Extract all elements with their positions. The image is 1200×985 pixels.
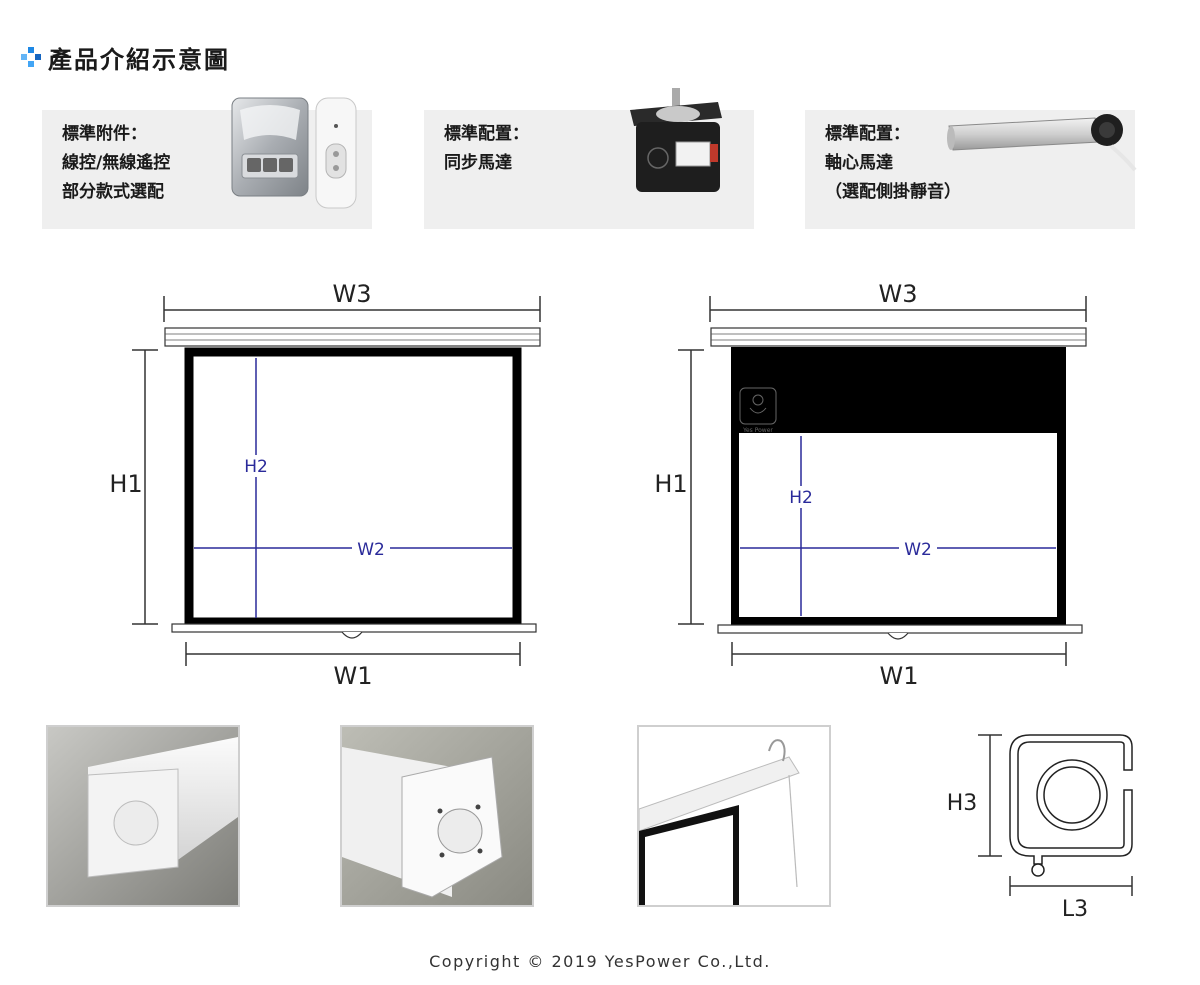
copyright-text: Copyright © 2019 YesPower Co.,Ltd.: [429, 952, 771, 971]
screen-frame: [184, 347, 522, 627]
manual-screen-diagram: W3 H1 H2 W2 W1: [109, 280, 541, 690]
w2-label: W2: [357, 540, 385, 560]
panel-line: 標準配置：: [825, 124, 910, 144]
panel-line: 同步馬達: [444, 153, 512, 173]
housing-profile-outline: [1009, 734, 1133, 865]
pull-handle: [341, 631, 363, 639]
panel-line: （選配側掛靜音）: [825, 182, 961, 202]
housing-profile-diagram: H3 L3: [947, 734, 1133, 922]
tube-motor-panel: 標準配置： 軸心馬達 （選配側掛靜音）: [805, 110, 1137, 229]
tubular-motor-image: [947, 114, 1137, 172]
w3-label: W3: [879, 280, 918, 308]
w3-label: W3: [333, 280, 372, 308]
hook-hole: [1031, 863, 1045, 877]
panel-line: 標準配置：: [444, 124, 529, 144]
w1-label: W1: [880, 662, 919, 690]
w2-label: W2: [904, 540, 932, 560]
hanging-screen-photo: [637, 725, 831, 907]
bottom-bar: [717, 624, 1083, 634]
remote-control-image: [231, 97, 357, 209]
panel-line: 標準附件：: [62, 124, 147, 144]
l3-label: L3: [1062, 897, 1088, 922]
watermark-text: Yes Power: [742, 427, 773, 434]
tube-motor-panel-text: 標準配置： 軸心馬達 （選配側掛靜音）: [825, 120, 961, 207]
h1-label: H1: [109, 470, 142, 498]
top-housing: [710, 327, 1087, 347]
accessory-panel: 標準附件： 線控/無線遙控 部分款式選配: [42, 97, 372, 229]
h1-label: H1: [654, 470, 687, 498]
panel-line: 部分款式選配: [62, 182, 164, 202]
panel-line: 線控/無線遙控: [62, 153, 171, 173]
panel-line: 軸心馬達: [825, 153, 893, 173]
motor-panel-text: 標準配置： 同步馬達: [444, 120, 529, 178]
housing-end-bracket-photo: [340, 725, 534, 907]
h2-label: H2: [789, 488, 813, 508]
roller-tube-inner: [1043, 766, 1101, 824]
synchronous-motor-image: [630, 88, 722, 192]
blue-cross-icon: [21, 47, 41, 67]
page-title: 產品介紹示意圖: [48, 46, 230, 74]
screen-surface: [739, 433, 1057, 617]
w1-label: W1: [334, 662, 373, 690]
h3-label: H3: [947, 791, 978, 816]
h2-label: H2: [244, 457, 268, 477]
accessory-panel-text: 標準附件： 線控/無線遙控 部分款式選配: [62, 120, 170, 207]
yes-power-logo-icon: [739, 387, 777, 425]
pull-handle: [887, 632, 909, 640]
motor-panel: 標準配置： 同步馬達: [424, 88, 754, 229]
top-housing: [164, 327, 541, 347]
housing-end-cap-photo: [46, 725, 240, 907]
bottom-bar: [171, 623, 537, 633]
motorized-screen-diagram: W3 H1 Yes Power H2 W2 W1: [654, 280, 1087, 690]
